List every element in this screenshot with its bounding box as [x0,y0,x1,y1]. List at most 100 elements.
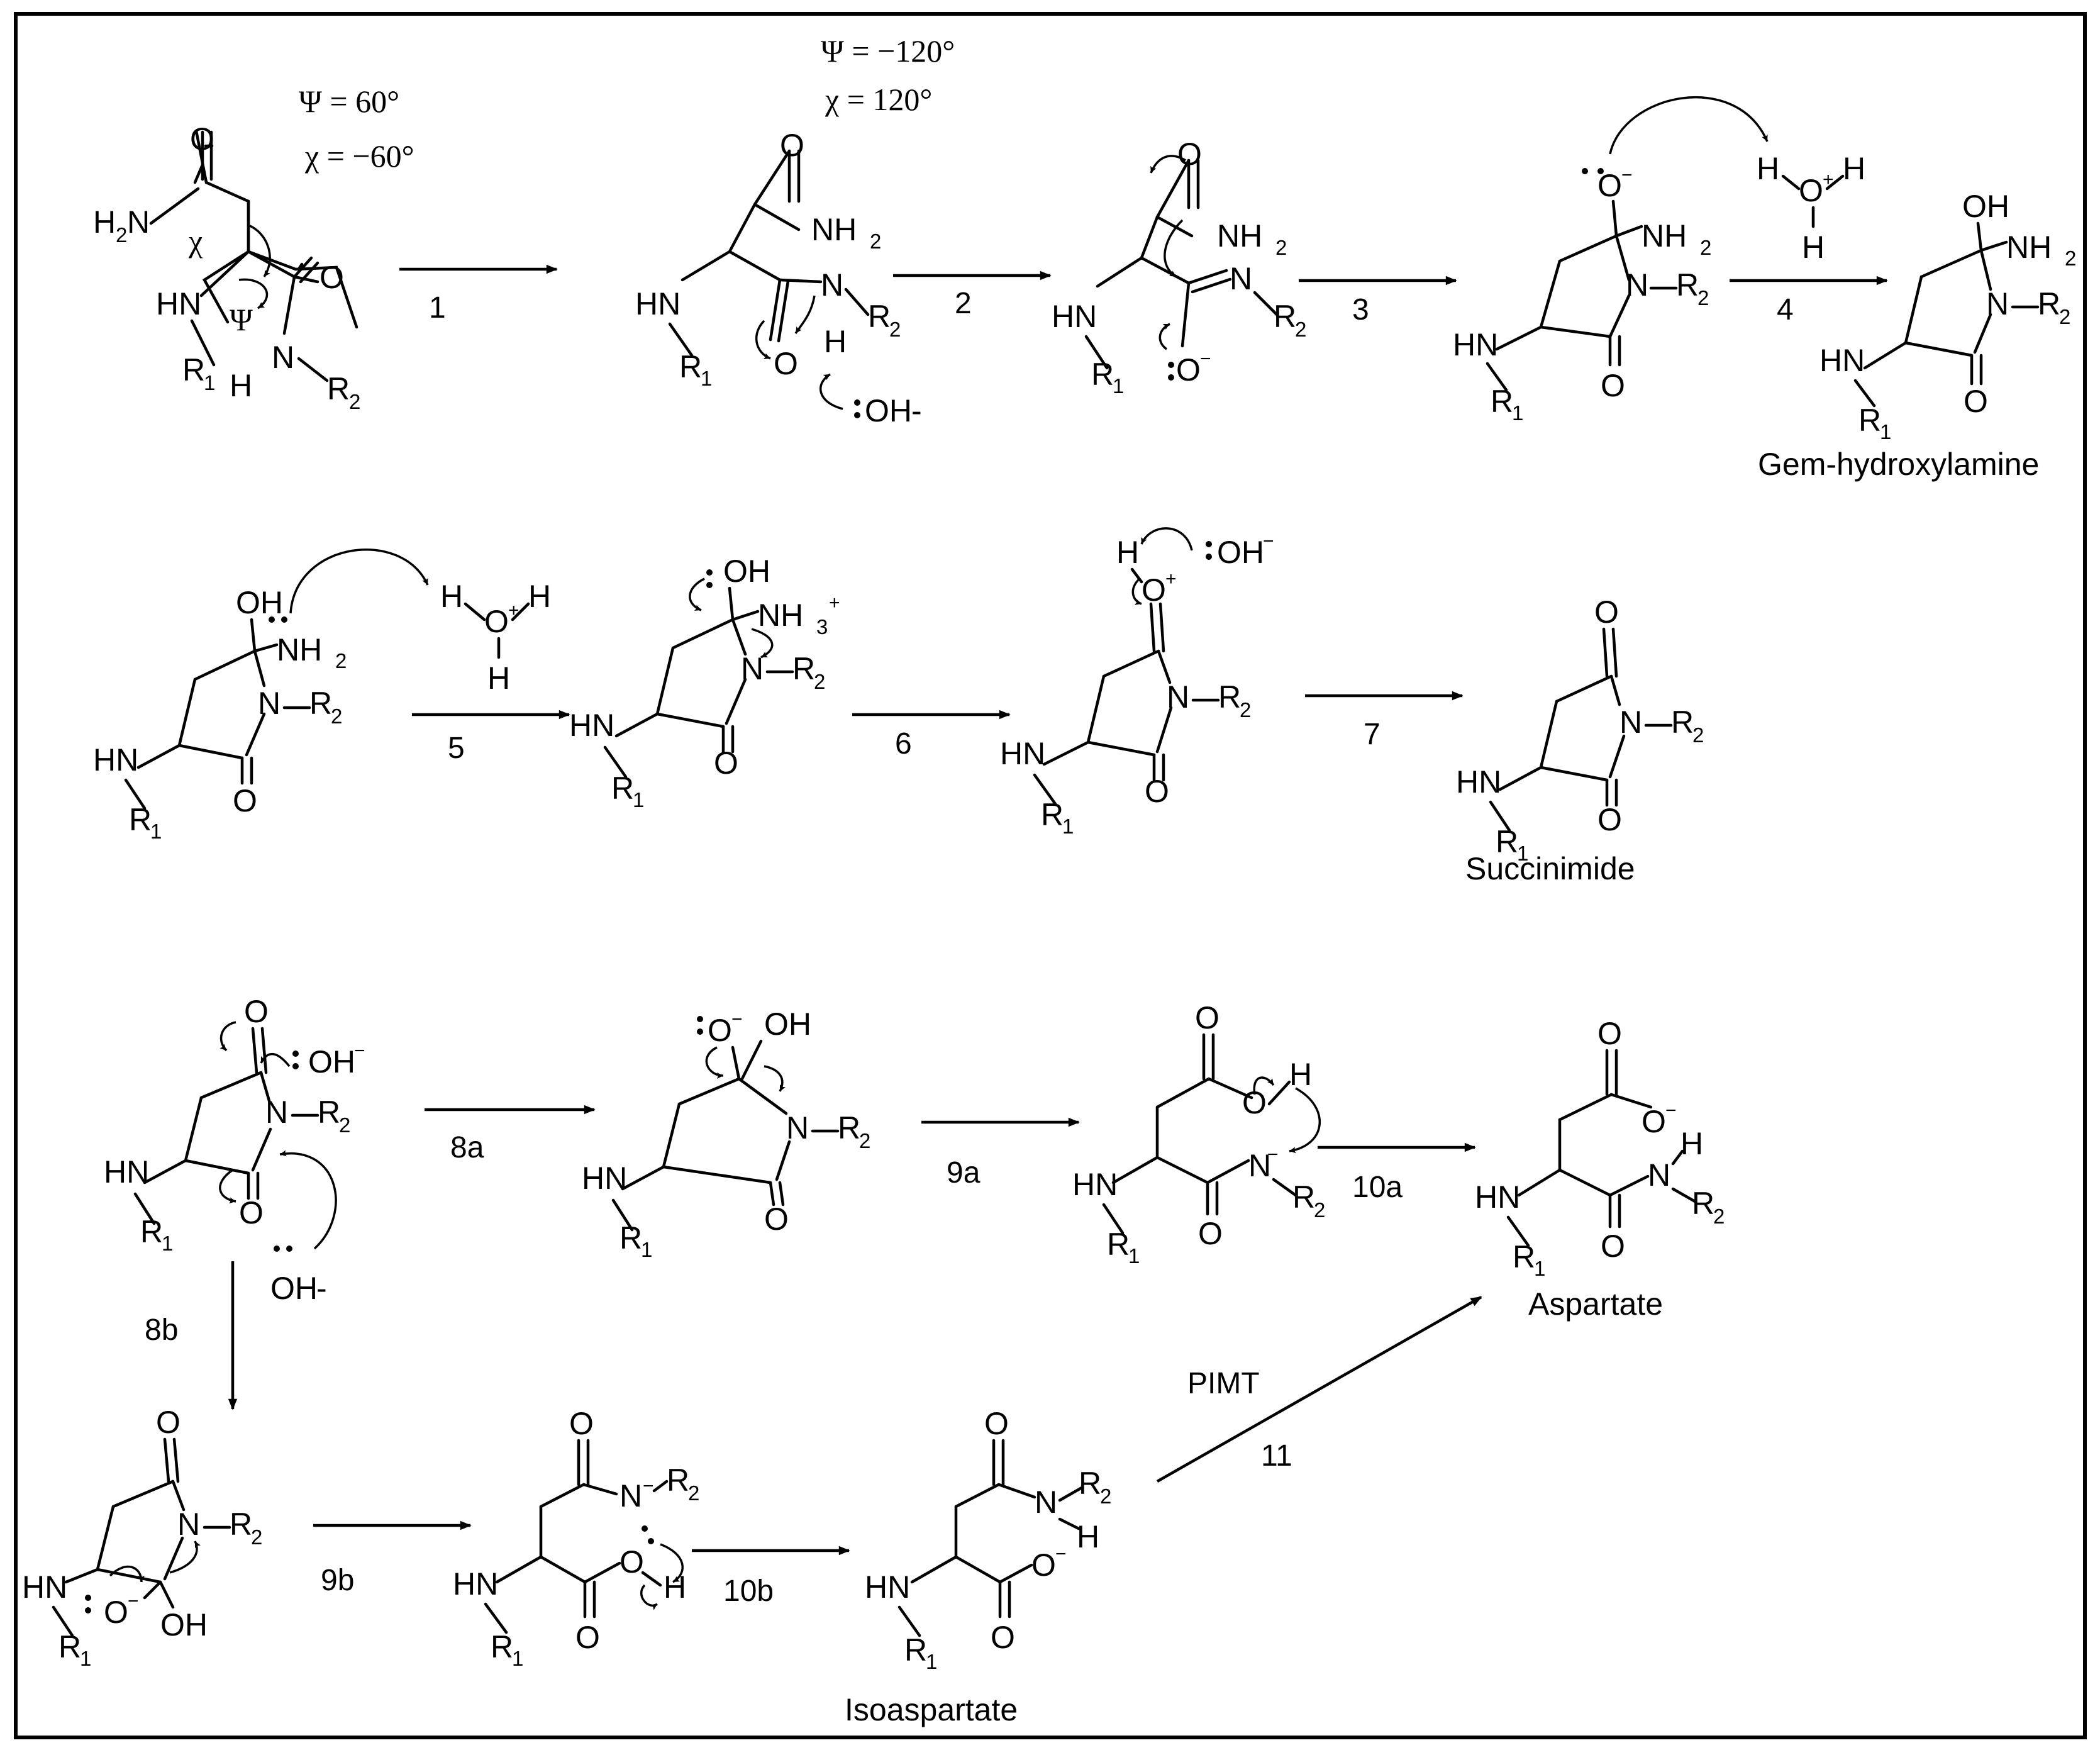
structure-succinimide: O HN R1 O N R2 [1456,594,1704,865]
svg-text:O: O [319,260,344,295]
svg-text:1: 1 [150,820,162,843]
svg-text:NH: NH [1642,218,1687,254]
svg-text:H: H [1116,535,1139,570]
svg-text:H: H [487,660,510,696]
step-label: 8b [145,1313,178,1347]
svg-text:R: R [611,771,634,806]
svg-text:OH: OH [236,585,283,620]
svg-text:O: O [1799,173,1823,208]
svg-text:R: R [1292,1179,1315,1215]
compound-name-gem-hydroxylamine: Gem-hydroxylamine [1758,447,2039,482]
svg-text:HN: HN [582,1161,627,1196]
svg-text:H: H [93,204,116,240]
svg-text:OH: OH [308,1044,355,1079]
step-label: 10b [723,1574,774,1608]
svg-text:−: − [1200,348,1211,369]
svg-text:R: R [1676,267,1699,303]
svg-text:2: 2 [1275,236,1287,259]
structure-ring-opened-anion: O O H HN R1 O N− R2 [1072,1000,1325,1268]
svg-text:NH: NH [2006,230,2052,265]
svg-text:O: O [1601,1229,1625,1264]
step-label: 7 [1364,718,1381,751]
svg-text:2: 2 [251,1525,262,1549]
svg-text:HN: HN [1819,343,1865,378]
svg-text:R: R [2038,286,2060,321]
svg-text:R: R [129,802,152,837]
svg-text:R: R [1692,1186,1714,1221]
svg-text:O: O [1142,572,1166,608]
svg-text:O: O [484,604,509,639]
compound-name-aspartate: Aspartate [1528,1286,1663,1322]
svg-text:R: R [327,371,350,406]
svg-text:1: 1 [162,1232,173,1255]
svg-text:O: O [1964,384,1988,419]
svg-text:OH: OH [865,393,912,428]
svg-text:R: R [182,352,205,387]
svg-text:2: 2 [859,1129,870,1152]
svg-text:2: 2 [2065,247,2076,270]
svg-text:O: O [708,1013,732,1048]
step-label: 2 [955,287,972,320]
svg-text:1: 1 [1534,1257,1545,1280]
structure-succinimide-hydroxide-attack: O OH− HN R1 O N R2 OH- [104,994,365,1306]
svg-text:R: R [58,1629,81,1664]
structure-aspartate: O O− HN R1 O N H R2 [1475,1016,1725,1280]
svg-text:H: H [824,324,847,359]
svg-text:1: 1 [926,1650,937,1673]
psi-angle-b: Ψ = −120° [821,33,955,69]
svg-text:R: R [140,1214,163,1249]
svg-text:R: R [792,651,815,686]
svg-text:O: O [780,128,804,163]
svg-text:2: 2 [116,223,127,247]
step-label: 9a [947,1156,981,1190]
step-label: 3 [1352,293,1369,326]
structure-tetrahedral-8a: O− OH HN R1 O N R2 [582,1006,870,1261]
svg-text:OH: OH [723,554,770,589]
svg-text:N: N [258,686,281,721]
svg-text:O: O [104,1595,128,1630]
svg-text:2: 2 [870,230,881,253]
svg-text:2: 2 [1713,1205,1725,1228]
svg-text:−: − [1267,1144,1279,1165]
svg-text:HN: HN [93,742,138,777]
compound-name-isoaspartate: Isoaspartate [845,1692,1018,1727]
structure-tetrahedral-8b: O HN R1 O− OH N R2 [22,1405,262,1670]
svg-text:H: H [664,1569,686,1605]
svg-text:HN: HN [453,1566,498,1602]
svg-text:1: 1 [1113,374,1124,398]
svg-text:NH: NH [277,632,322,667]
svg-text:R: R [1041,797,1064,832]
svg-text:2: 2 [1700,236,1711,259]
svg-text:R: R [1671,705,1694,740]
svg-text:N: N [127,204,150,240]
svg-text:2: 2 [2059,305,2070,328]
svg-text:O: O [619,1544,644,1580]
svg-text:1: 1 [80,1647,91,1670]
svg-text:1: 1 [204,371,215,394]
structure-isoaspartate: O N R2 H HN R1 O O− [865,1406,1111,1673]
step-label: 5 [448,732,465,765]
svg-text:N: N [1619,705,1642,740]
svg-text:HN: HN [1456,764,1501,800]
svg-text:HN: HN [1000,736,1045,771]
svg-text:N: N [265,1095,288,1130]
svg-text:OH: OH [1962,189,2009,224]
svg-text:+: + [1165,569,1177,589]
svg-text:1: 1 [512,1647,523,1670]
svg-text:1: 1 [701,367,712,390]
svg-text:HN: HN [156,286,201,321]
svg-text:O: O [233,783,257,818]
svg-text:R: R [230,1507,252,1542]
svg-text:1: 1 [1512,401,1523,425]
compound-name-succinimide: Succinimide [1465,851,1635,886]
svg-text:H: H [1757,151,1779,186]
svg-text:H: H [528,579,551,614]
svg-text:O: O [991,1620,1015,1655]
svg-text:HN: HN [1475,1179,1520,1215]
